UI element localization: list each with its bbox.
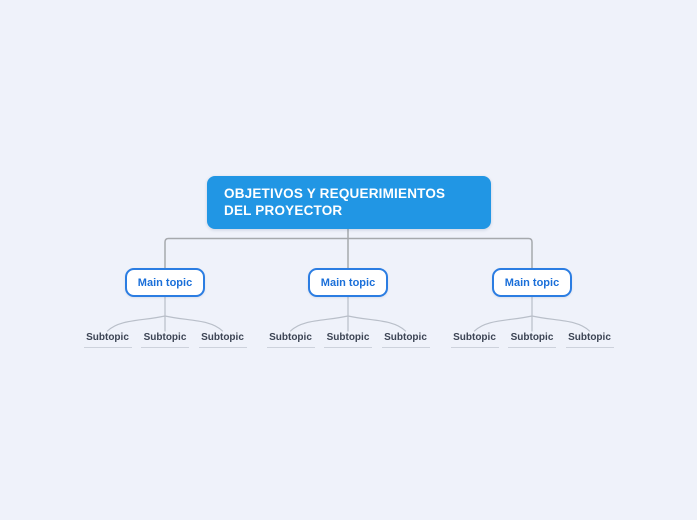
subtopic-underline xyxy=(324,347,372,348)
subtopic-underline xyxy=(450,347,499,348)
subtopic-underline xyxy=(565,347,614,348)
subtopic-node[interactable]: Subtopic xyxy=(381,332,430,348)
subtopic-label: Subtopic xyxy=(326,332,370,343)
subtopic-node[interactable]: Subtopic xyxy=(141,332,189,348)
connector-line xyxy=(289,315,349,332)
subtopic-node[interactable]: Subtopic xyxy=(324,332,372,348)
subtopic-underline xyxy=(198,347,247,348)
main-topic-node[interactable]: Main topic xyxy=(492,268,572,297)
subtopic-node[interactable]: Subtopic xyxy=(450,332,499,348)
connector-line xyxy=(164,315,224,332)
main-topic-label: Main topic xyxy=(504,276,560,289)
subtopic-label: Subtopic xyxy=(510,332,554,343)
subtopic-node[interactable]: Subtopic xyxy=(508,332,556,348)
main-topic-node[interactable]: Main topic xyxy=(125,268,205,297)
connector-line xyxy=(531,315,591,332)
root-topic-node[interactable]: OBJETIVOS Y REQUERIMIENTOS DEL PROYECTOR xyxy=(207,176,491,229)
subtopic-node[interactable]: Subtopic xyxy=(198,332,247,348)
subtopic-label: Subtopic xyxy=(269,332,312,343)
connector-line xyxy=(473,315,533,332)
subtopic-underline xyxy=(141,347,189,348)
subtopic-label: Subtopic xyxy=(568,332,611,343)
root-topic-label: OBJETIVOS Y REQUERIMIENTOS DEL PROYECTOR xyxy=(224,186,446,218)
subtopic-label: Subtopic xyxy=(201,332,244,343)
subtopic-node[interactable]: Subtopic xyxy=(83,332,132,348)
main-topic-node[interactable]: Main topic xyxy=(308,268,388,297)
main-topic-label: Main topic xyxy=(137,276,193,289)
subtopic-label: Subtopic xyxy=(143,332,187,343)
connector-line xyxy=(164,237,533,269)
subtopic-underline xyxy=(83,347,132,348)
connector-line xyxy=(106,315,166,332)
main-topic-label: Main topic xyxy=(320,276,376,289)
subtopic-underline xyxy=(381,347,430,348)
subtopic-label: Subtopic xyxy=(453,332,496,343)
subtopic-node[interactable]: Subtopic xyxy=(565,332,614,348)
subtopic-label: Subtopic xyxy=(384,332,427,343)
subtopic-underline xyxy=(266,347,315,348)
connector-line xyxy=(347,315,407,332)
subtopic-node[interactable]: Subtopic xyxy=(266,332,315,348)
subtopic-label: Subtopic xyxy=(86,332,129,343)
subtopic-underline xyxy=(508,347,556,348)
